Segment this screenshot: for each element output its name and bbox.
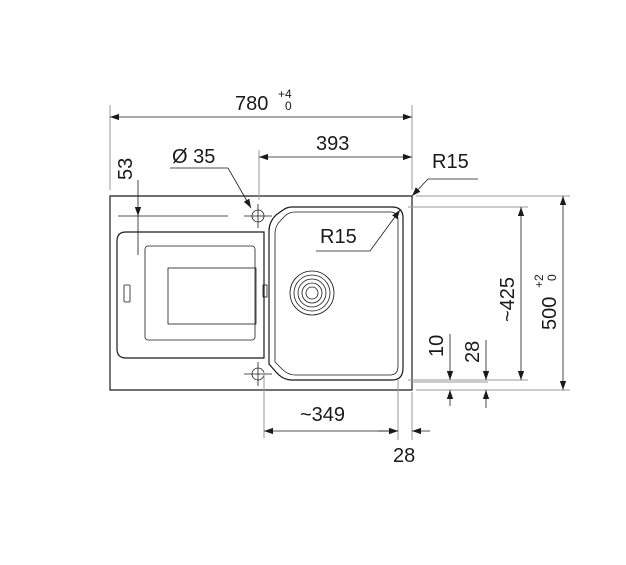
outer-radius-label: R15 bbox=[432, 151, 469, 173]
drain-hole-label: Ø 35 bbox=[172, 146, 215, 168]
sink-body bbox=[109, 195, 413, 391]
divider-notch bbox=[262, 284, 268, 298]
drainer-inner-rect bbox=[144, 245, 256, 341]
bottom-gap-b-label: 28 bbox=[462, 341, 484, 363]
overall-depth-label: 500 bbox=[539, 297, 561, 330]
drain-strainer bbox=[289, 270, 335, 316]
bowl-outline bbox=[268, 206, 404, 381]
drainer-tray-outline bbox=[116, 231, 265, 359]
bowl-offset-label: 393 bbox=[316, 133, 349, 155]
tap-hole-bottom bbox=[244, 362, 272, 386]
bowl-radius-label: R15 bbox=[320, 226, 357, 248]
bottom-gap-a-label: 10 bbox=[426, 335, 448, 357]
tap-hole-top bbox=[244, 204, 272, 228]
overall-width-label: 780 bbox=[235, 93, 268, 115]
overall-width-tol-lower: 0 bbox=[285, 99, 292, 113]
sink-outer-outline bbox=[109, 195, 413, 391]
overall-width-tol-upper: +4 bbox=[278, 87, 292, 101]
overall-depth-tol-upper: +2 bbox=[532, 274, 546, 288]
edge-offset-label: 53 bbox=[115, 158, 137, 180]
right-margin-label: 28 bbox=[393, 445, 415, 467]
bowl-width-label: ~349 bbox=[300, 404, 345, 426]
dimension-lines bbox=[109, 105, 570, 440]
dimension-labels: 780 +4 0 393 Ø 35 53 R15 R15 ~425 500 +2… bbox=[115, 87, 561, 467]
bowl-height-label: ~425 bbox=[497, 277, 519, 322]
overflow-slot bbox=[123, 284, 131, 303]
overall-depth-tol-lower: 0 bbox=[545, 274, 559, 281]
drainer-innermost-rect bbox=[167, 267, 257, 325]
